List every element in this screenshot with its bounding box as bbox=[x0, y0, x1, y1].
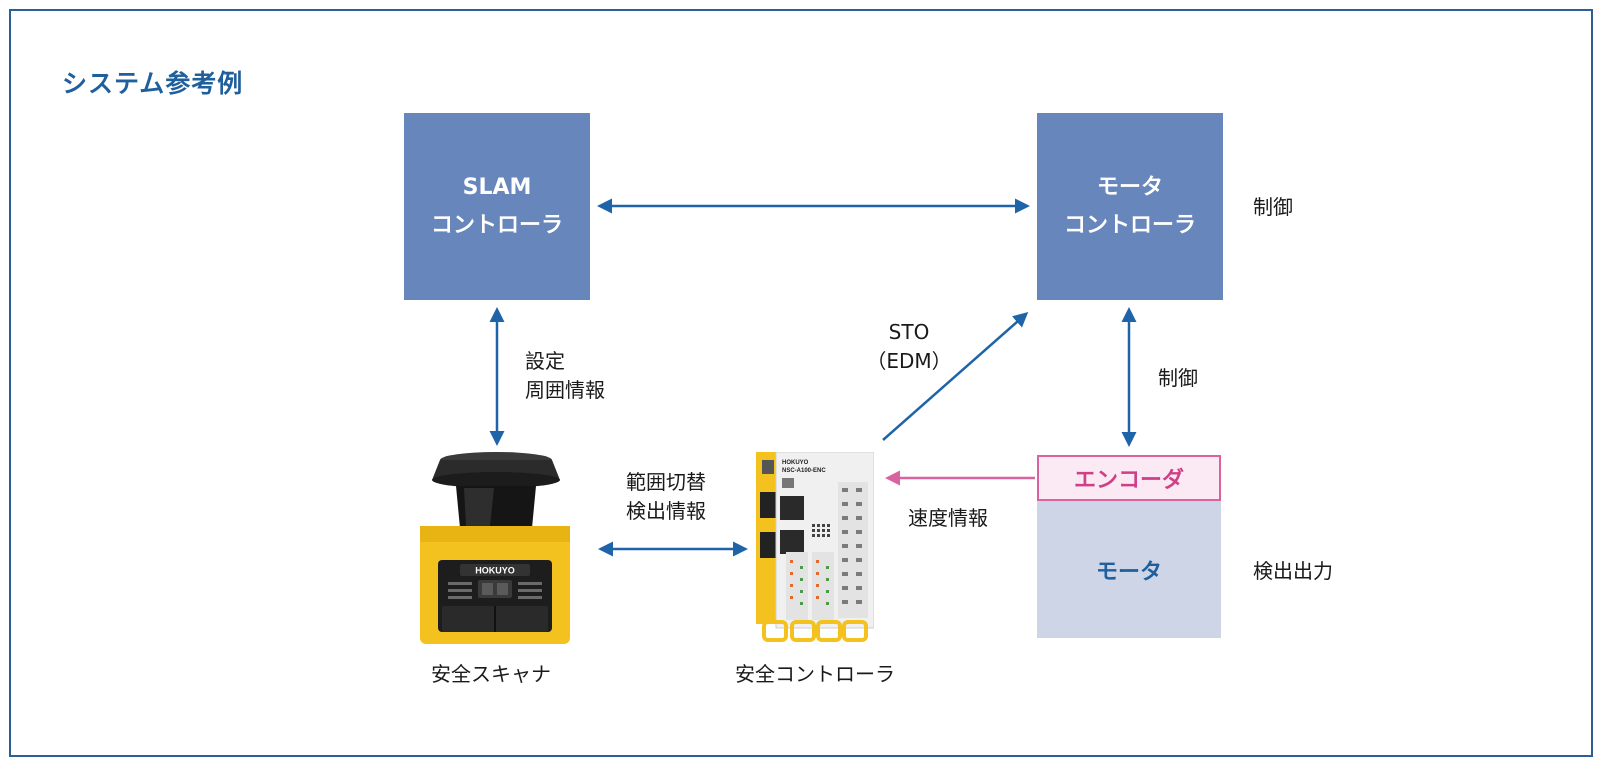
scanner-link-label-line2: 周囲情報 bbox=[525, 378, 605, 402]
scanner-link-label-line1: 設定 bbox=[525, 349, 565, 373]
detect-output-label: 検出出力 bbox=[1253, 559, 1333, 583]
controller-brand-text: HOKUYO bbox=[782, 460, 809, 466]
safety-controller-image: HOKUYO NSC-A100-ENC bbox=[756, 452, 874, 642]
controller-model-text: NSC-A100-ENC bbox=[782, 468, 826, 474]
slam-controller-line1: SLAM bbox=[462, 174, 532, 200]
scanner-brand-text: HOKUYO bbox=[475, 566, 515, 576]
sto-label-line2: （EDM） bbox=[866, 349, 952, 373]
diagram-title: システム参考例 bbox=[62, 69, 244, 98]
sto-label-line1: STO bbox=[888, 320, 930, 344]
motor-controller-line1: モータ bbox=[1096, 174, 1163, 200]
scanner-link-label: 設定 周囲情報 bbox=[525, 347, 605, 405]
motor-box: モータ bbox=[1037, 501, 1221, 638]
encoder-box: エンコーダ bbox=[1037, 455, 1221, 501]
range-label: 範囲切替 検出情報 bbox=[626, 468, 706, 526]
motor-control-side-label: 制御 bbox=[1253, 195, 1293, 219]
range-label-line1: 範囲切替 bbox=[626, 470, 706, 494]
slam-controller-box: SLAM コントローラ bbox=[404, 113, 590, 300]
motor-controller-box: モータ コントローラ bbox=[1037, 113, 1223, 300]
arrow-sto bbox=[882, 312, 1029, 441]
slam-controller-line2: コントローラ bbox=[430, 212, 563, 238]
motor-controller-line2: コントローラ bbox=[1063, 212, 1196, 238]
diagram-frame bbox=[9, 9, 1593, 757]
range-label-line2: 検出情報 bbox=[626, 499, 706, 523]
control-label: 制御 bbox=[1158, 366, 1198, 390]
sto-label: STO （EDM） bbox=[854, 318, 964, 376]
safety-scanner-image: HOKUYO bbox=[420, 452, 570, 644]
scanner-caption: 安全スキャナ bbox=[431, 662, 551, 686]
safety-controller-caption: 安全コントローラ bbox=[735, 662, 895, 686]
speed-label: 速度情報 bbox=[908, 506, 988, 530]
